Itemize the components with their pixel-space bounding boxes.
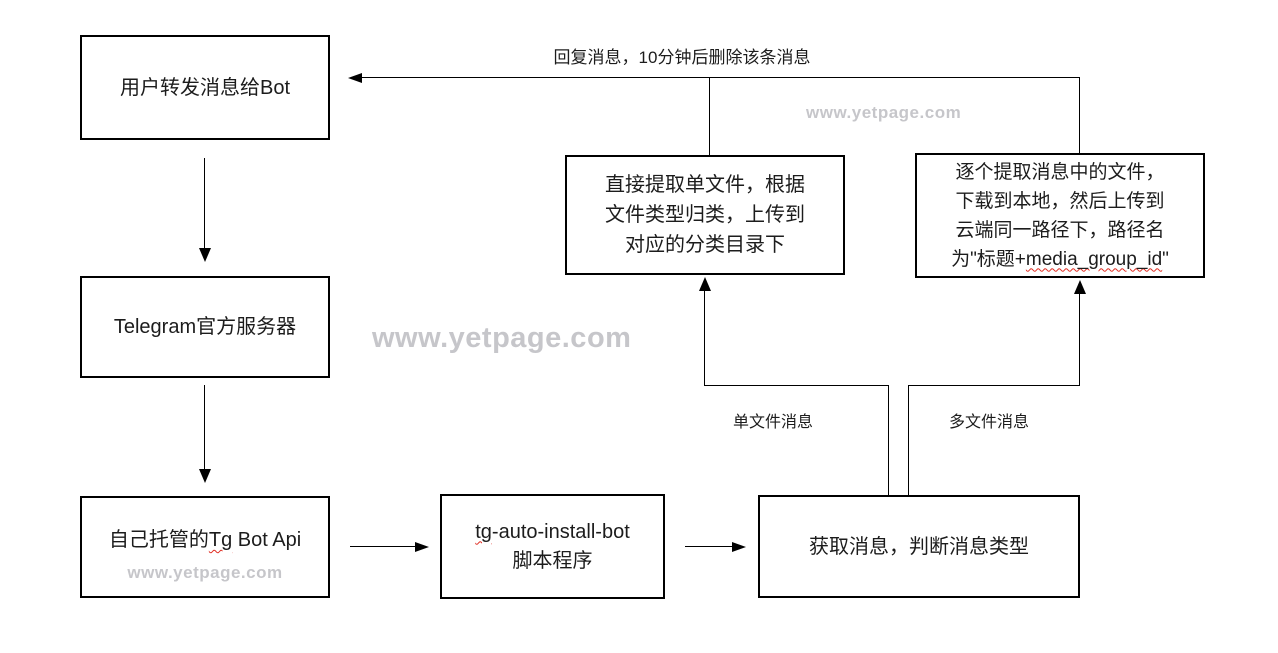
reply-path-right-vertical xyxy=(1079,77,1080,153)
single-file-path-vertical xyxy=(704,290,705,385)
single-file-path-stub xyxy=(888,385,889,495)
arrow-user-to-telegram-line xyxy=(204,158,205,250)
edge-label-reply: 回复消息，10分钟后删除该条消息 xyxy=(553,48,811,67)
node-get-message: 获取消息，判断消息类型 xyxy=(758,495,1080,598)
script-label-flagged: tg xyxy=(475,520,492,543)
single-extract-line3: 对应的分类目录下 xyxy=(625,234,785,256)
edge-label-multi-file: 多文件消息 xyxy=(949,414,1030,431)
node-script-line2: 脚本程序 xyxy=(512,549,593,572)
node-multi-file-extract: 逐个提取消息中的文件， 下载到本地，然后上传到 云端同一路径下，路径名 为"标题… xyxy=(915,153,1205,278)
reply-path-horizontal xyxy=(361,77,1080,78)
node-script-program: tg-auto-install-bot 脚本程序 xyxy=(440,494,665,599)
reply-path-head xyxy=(348,73,362,83)
arrow-selfhosted-to-script-head xyxy=(415,542,429,552)
arrow-selfhosted-to-script-line xyxy=(350,546,416,547)
self-hosted-label-suffix: Bot Api xyxy=(232,529,302,551)
reply-path-middle-vertical xyxy=(709,77,710,155)
multi-file-path-stub xyxy=(908,385,909,495)
multi-extract-line3: 云端同一路径下，路径名 xyxy=(955,219,1165,241)
script-label-rest: -auto-install-bot xyxy=(491,520,630,543)
node-script-line1: tg-auto-install-bot xyxy=(475,518,630,547)
node-self-hosted-bot-api-label: 自己托管的Tg Bot Api xyxy=(109,525,301,555)
multi-extract-line1: 逐个提取消息中的文件， xyxy=(955,161,1165,183)
arrow-telegram-to-selfhosted-line xyxy=(204,385,205,471)
node-telegram-server-label: Telegram官方服务器 xyxy=(113,316,297,338)
watermark-in-box: www.yetpage.com xyxy=(127,563,283,582)
node-self-hosted-bot-api: 自己托管的Tg Bot Api www.yetpage.com xyxy=(80,496,330,598)
multi-file-path-head xyxy=(1074,280,1086,294)
arrow-script-to-getmessage-line xyxy=(685,546,733,547)
multi-file-path-horizontal xyxy=(908,385,1080,386)
multi-extract-line4: 为"标题+media_group_id" xyxy=(951,245,1169,274)
single-extract-line1: 直接提取单文件，根据 xyxy=(605,174,805,196)
single-extract-line2: 文件类型归类，上传到 xyxy=(605,204,805,226)
multi-extract-line4-flagged: media_group_id xyxy=(1025,248,1163,270)
node-user-forward-label: 用户转发消息给Bot xyxy=(119,76,291,99)
self-hosted-label-flagged: Tg xyxy=(208,529,233,551)
node-get-message-label: 获取消息，判断消息类型 xyxy=(809,535,1029,558)
multi-file-path-vertical xyxy=(1079,293,1080,385)
node-user-forward: 用户转发消息给Bot xyxy=(80,35,330,140)
multi-extract-line4-prefix: 为"标题+ xyxy=(951,248,1026,270)
node-telegram-server: Telegram官方服务器 xyxy=(80,276,330,378)
multi-extract-line2: 下载到本地，然后上传到 xyxy=(955,190,1165,212)
node-single-file-extract: 直接提取单文件，根据 文件类型归类，上传到 对应的分类目录下 xyxy=(565,155,845,275)
edge-label-single-file: 单文件消息 xyxy=(733,414,814,431)
single-file-path-horizontal xyxy=(704,385,889,386)
self-hosted-label-prefix: 自己托管的 xyxy=(108,529,209,551)
single-file-path-head xyxy=(699,277,711,291)
arrow-script-to-getmessage-head xyxy=(732,542,746,552)
arrow-user-to-telegram-head xyxy=(199,248,211,262)
watermark-center: www.yetpage.com xyxy=(372,322,632,354)
arrow-telegram-to-selfhosted-head xyxy=(199,469,211,483)
multi-extract-line4-suffix: " xyxy=(1162,248,1169,270)
watermark-top: www.yetpage.com xyxy=(806,103,962,122)
